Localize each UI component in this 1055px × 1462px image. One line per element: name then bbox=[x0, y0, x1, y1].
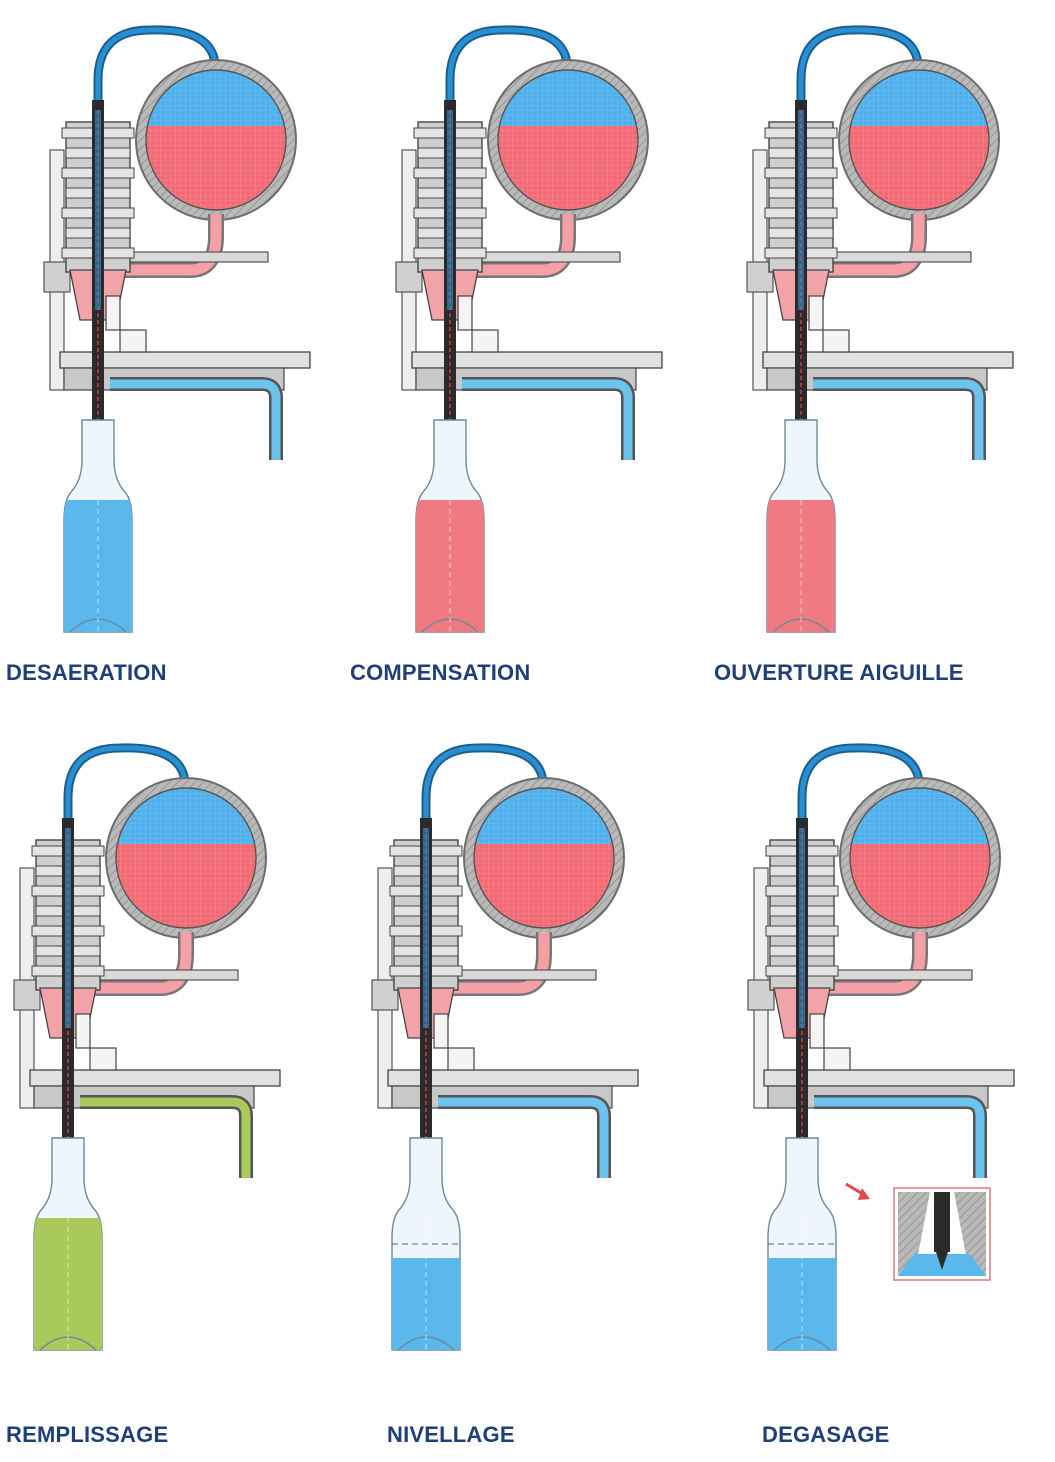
tank-mesh bbox=[498, 70, 638, 210]
filling-valve-diagram bbox=[747, 743, 1015, 1351]
outlet-pipe bbox=[438, 1097, 609, 1178]
filling-valve-diagram bbox=[371, 743, 639, 1351]
tank-inner-wall bbox=[848, 69, 990, 211]
step-label: DEGASAGE bbox=[762, 1422, 890, 1447]
tank-mesh bbox=[849, 70, 989, 210]
outlet-pipe bbox=[110, 379, 281, 460]
outlet-pipe bbox=[813, 379, 984, 460]
switch-box bbox=[808, 295, 824, 331]
step-label: NIVELLAGE bbox=[387, 1422, 515, 1447]
sensor-box bbox=[89, 1047, 117, 1071]
tank-inner-wall bbox=[145, 69, 287, 211]
step-label: COMPENSATION bbox=[350, 660, 531, 685]
outlet-pipe bbox=[462, 379, 633, 460]
sensor-box bbox=[822, 329, 850, 353]
detail-wall-left bbox=[898, 1192, 930, 1276]
switch-box bbox=[105, 295, 121, 331]
needle-vent-tube bbox=[798, 110, 804, 310]
gas-hose-inner bbox=[65, 745, 187, 831]
detail-wall-right bbox=[954, 1192, 986, 1276]
switch-box bbox=[433, 1013, 449, 1049]
gas-hose-inner bbox=[798, 27, 920, 113]
gas-hose-inner bbox=[95, 27, 217, 113]
outlet-pipe-wall bbox=[110, 377, 283, 460]
outlet-pipe-wall bbox=[813, 377, 986, 460]
tank-mesh bbox=[146, 70, 286, 210]
outlet-pipe-wall bbox=[814, 1095, 987, 1178]
step-ouverture-aiguille bbox=[703, 0, 1055, 640]
outlet-pipe-wall bbox=[462, 377, 635, 460]
tank-mesh bbox=[474, 788, 614, 928]
needle-vent-tube bbox=[423, 828, 429, 1028]
needle-vent-tube bbox=[65, 828, 71, 1028]
filling-valve-diagram bbox=[43, 25, 311, 633]
gas-hose-inner bbox=[799, 745, 921, 831]
outlet-pipe bbox=[814, 1097, 985, 1178]
step-desaeration bbox=[0, 0, 352, 640]
switch-box bbox=[457, 295, 473, 331]
tank-inner-wall bbox=[849, 787, 991, 929]
sensor-box bbox=[119, 329, 147, 353]
needle-vent-tube bbox=[95, 110, 101, 310]
switch-box bbox=[75, 1013, 91, 1049]
gas-hose-inner bbox=[447, 27, 569, 113]
tank-mesh bbox=[850, 788, 990, 928]
step-label: DESAERATION bbox=[6, 660, 167, 685]
step-degasage bbox=[704, 718, 1055, 1358]
filling-valve-diagram bbox=[13, 743, 281, 1351]
step-label: REMPLISSAGE bbox=[6, 1422, 169, 1447]
outlet-pipe-wall bbox=[80, 1095, 253, 1178]
tank-inner-wall bbox=[497, 69, 639, 211]
outlet-pipe bbox=[80, 1097, 251, 1178]
detail-arrowhead bbox=[858, 1188, 870, 1200]
sensor-box bbox=[471, 329, 499, 353]
tank-mesh bbox=[116, 788, 256, 928]
sensor-box bbox=[823, 1047, 851, 1071]
outlet-pipe-wall bbox=[438, 1095, 611, 1178]
gas-hose-inner bbox=[423, 745, 545, 831]
tank-inner-wall bbox=[115, 787, 257, 929]
step-nivellage bbox=[328, 718, 680, 1358]
step-compensation bbox=[352, 0, 704, 640]
needle-vent-tube bbox=[799, 828, 805, 1028]
filling-valve-diagram bbox=[395, 25, 663, 633]
bottle-liquid bbox=[768, 1258, 836, 1350]
filling-valve-diagram bbox=[746, 25, 1014, 633]
sensor-box bbox=[447, 1047, 475, 1071]
tank-inner-wall bbox=[473, 787, 615, 929]
needle-vent-tube bbox=[447, 110, 453, 310]
step-remplissage bbox=[0, 718, 322, 1358]
step-label: OUVERTURE AIGUILLE bbox=[714, 660, 964, 685]
bottle-liquid bbox=[392, 1258, 460, 1350]
detail-needle bbox=[934, 1192, 950, 1252]
detail-needle-tip bbox=[936, 1252, 948, 1270]
switch-box bbox=[809, 1013, 825, 1049]
